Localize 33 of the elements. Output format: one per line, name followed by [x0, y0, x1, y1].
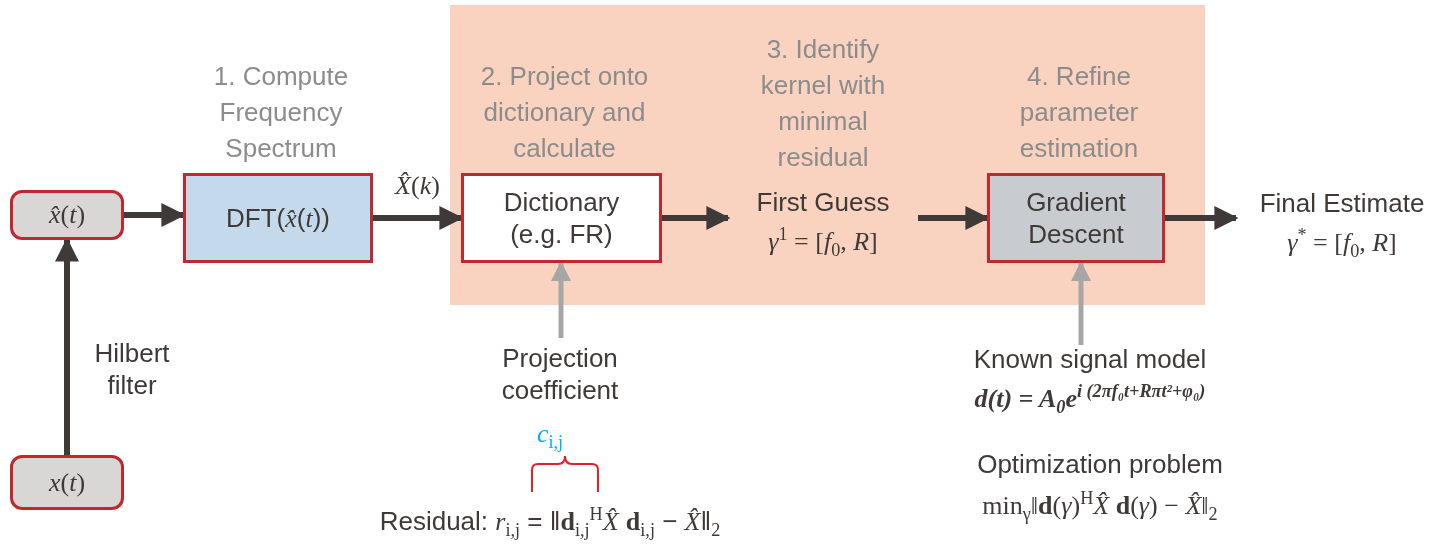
step-heading: 2. Project onto dictionary and calculate [479, 60, 650, 165]
formula: γ$^{1}$ = [f$_{0}$, R] [768, 223, 878, 262]
arrow [662, 206, 731, 230]
arrow [1165, 206, 1239, 230]
formula-label: c$_{i,j}$ [535, 418, 565, 455]
formula: min$_{γ}$‖d(γ)$^{H}$X̂ d(γ) − X̂‖$_{2}$ [981, 487, 1219, 526]
formula: d(t) = A$_{0}$e$^{i (2πf₀t+Rπt²+φ₀)}$ [974, 380, 1206, 419]
formula: x̂(t) [48, 199, 86, 231]
node-label: Final Estimate [1259, 187, 1425, 220]
signal-box [10, 455, 124, 510]
arrow [55, 237, 79, 455]
formula: Residual: r$_{i,j}$ = ‖d$_{i,j}$$^{H}$X̂ d$_{i,j}$ − X̂‖$_{2}$ [378, 503, 722, 542]
arrow [551, 261, 571, 338]
node-label: DFT(x̂(t)) [226, 201, 330, 235]
arrow [124, 203, 186, 227]
node-label: First Guess [756, 186, 890, 219]
stage-band [450, 5, 1205, 305]
node-label: Gradient Descent [1025, 186, 1127, 250]
step-heading: 3. Identify kernel with minimal residual [759, 33, 887, 174]
arrow [918, 206, 990, 230]
node-label: Projection coefficient [500, 342, 620, 406]
formula: γ$^{*}$ = [f$_{0}$, R] [1287, 224, 1397, 263]
node-label: Dictionary (e.g. FR) [502, 186, 621, 250]
edge-label: X̂(k) [393, 170, 441, 202]
arrow [1071, 261, 1091, 345]
formula: x(t) [48, 466, 86, 499]
node-label: Known signal model [973, 343, 1207, 376]
signal-box [10, 190, 124, 240]
edge-label: Hilbert filter [93, 337, 171, 401]
heading-label: Optimization problem [976, 448, 1224, 480]
step-heading: 4. Refine parameter estimation [1018, 60, 1140, 165]
arrow [373, 206, 464, 230]
step-heading: 1. Compute Frequency Spectrum [212, 60, 350, 165]
